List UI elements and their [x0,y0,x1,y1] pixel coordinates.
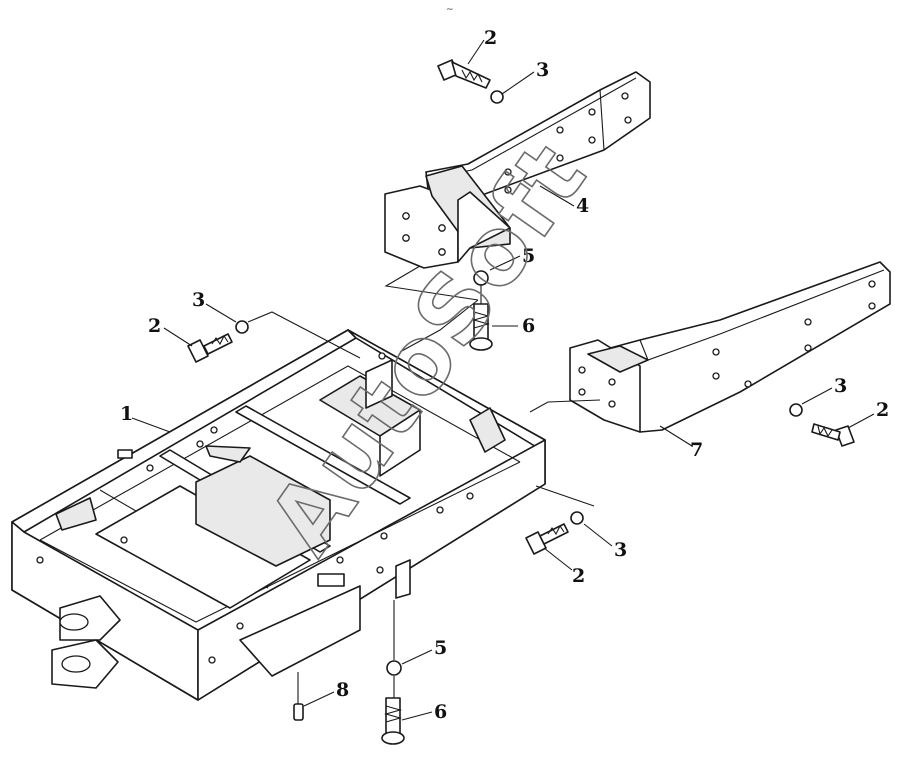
callout-3-mid: 3 [614,539,627,561]
pin-6-lower [381,697,405,745]
callout-5-upper: 5 [522,245,535,267]
bolt-2-top [437,59,491,89]
washer-3-right [789,403,803,417]
callout-leaders [131,39,875,721]
assembly-lines [247,265,601,704]
callout-2-mid: 2 [572,565,585,587]
upper-bracket-part-4 [384,71,651,269]
washer-3-left [235,320,249,334]
callout-6-lower: 6 [434,701,447,723]
bolt-2-right [811,423,855,447]
lower-bracket-part-7 [569,261,891,433]
washer-3-top [490,90,504,104]
callout-2-right: 2 [876,399,889,421]
callout-8: 8 [336,679,349,701]
callout-2-top: 2 [484,27,497,49]
main-frame-part-1 [11,329,546,701]
callout-7: 7 [690,439,703,461]
callout-labels: 2 3 4 5 6 3 2 1 3 2 7 3 2 5 6 8 [120,27,889,723]
washer-3-mid [570,511,584,525]
pin-8 [293,703,304,721]
callout-4: 4 [576,195,589,217]
callout-2-left: 2 [148,315,161,337]
callout-5-lower: 5 [434,637,447,659]
callout-3-top: 3 [536,59,549,81]
callout-3-left: 3 [192,289,205,311]
callout-6-upper: 6 [522,315,535,337]
callout-1: 1 [120,403,133,425]
bolt-2-mid [525,523,569,555]
nut-5-lower [386,660,402,676]
bolt-2-left [187,333,233,363]
top-mark: ~ [446,5,454,15]
callout-3-right: 3 [834,375,847,397]
